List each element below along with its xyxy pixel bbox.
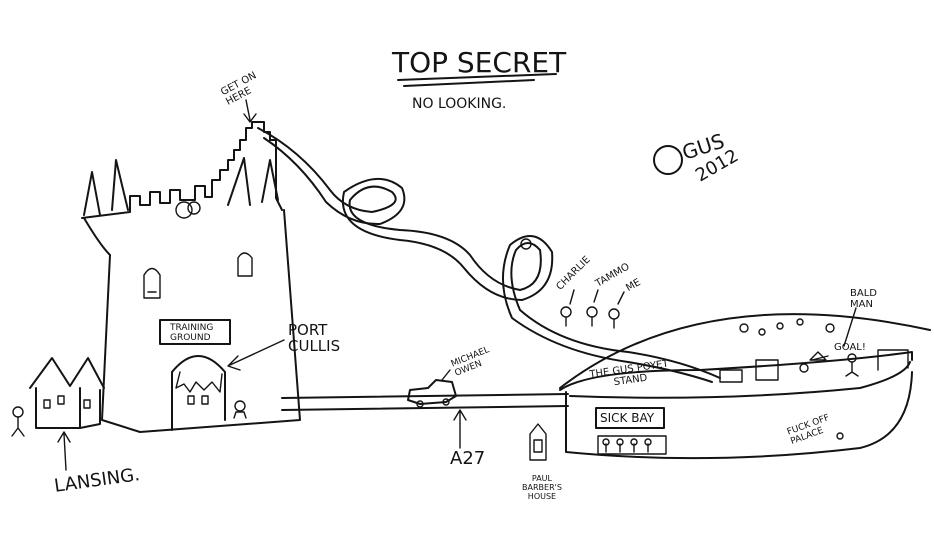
rider-icon xyxy=(520,238,532,250)
slide-track-inner xyxy=(263,137,713,383)
title-text: TOP SECRET xyxy=(391,46,567,79)
a27-arrow-icon xyxy=(453,409,467,449)
castle xyxy=(81,121,301,433)
port-cullis-arrow-icon xyxy=(227,339,285,371)
bald-man-arrow-icon xyxy=(843,307,857,347)
label-port-cullis: PORT CULLIS xyxy=(288,321,341,355)
stick-figures xyxy=(560,289,625,329)
label-training-ground: TRAINING GROUND xyxy=(170,323,214,343)
a27-road xyxy=(281,393,569,411)
lansing-houses xyxy=(11,357,105,437)
label-a27: A27 xyxy=(450,448,486,469)
get-on-here-arrow-icon xyxy=(243,99,257,123)
title-underline xyxy=(397,73,557,87)
stadium xyxy=(559,313,931,460)
goal-arrow-icon xyxy=(811,355,829,361)
label-goal: GOAL! xyxy=(834,342,866,353)
label-pauls-barbers: PAUL BARBER'S HOUSE xyxy=(522,474,562,501)
label-sick-bay: SICK BAY xyxy=(600,411,655,425)
label-bald-man: BALD MAN xyxy=(850,288,877,310)
car-icon xyxy=(407,379,457,408)
slide-track xyxy=(257,127,721,379)
lansing-arrow-icon xyxy=(57,431,71,471)
copyright-circle-icon xyxy=(653,145,683,175)
subtitle-text: NO LOOKING. xyxy=(412,96,506,112)
barbers-house-icon xyxy=(529,423,547,461)
michael-owen-arrow-icon xyxy=(441,369,451,381)
